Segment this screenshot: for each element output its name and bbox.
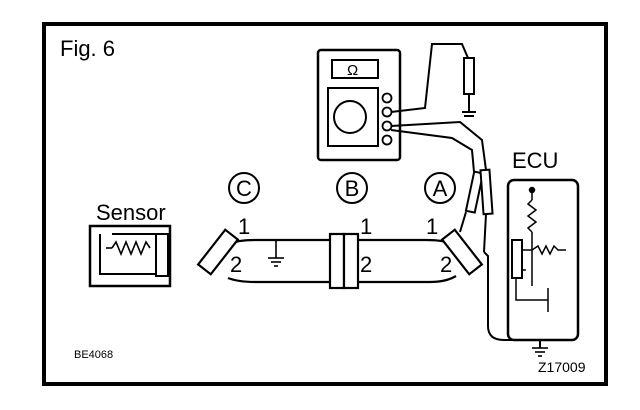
multimeter: Ω — [316, 48, 402, 162]
connector-c-pin-2: 2 — [230, 252, 242, 277]
connector-b-pin-1: 1 — [360, 214, 372, 239]
meter-jack-1 — [381, 92, 393, 104]
figure-frame — [42, 22, 608, 386]
test-leads — [390, 43, 494, 253]
meter-knob — [333, 100, 367, 134]
connector-c-body — [196, 228, 240, 276]
connector-a-pin-1: 1 — [426, 214, 438, 239]
ecu-label: ECU — [512, 148, 558, 173]
ecu-unit — [506, 178, 580, 342]
connector-b-body — [328, 232, 360, 290]
harness-ground-icon — [268, 240, 284, 267]
connector-b-label: B — [336, 172, 368, 204]
meter-jack-2 — [381, 106, 393, 118]
svg-text:A: A — [433, 176, 448, 201]
meter-jack-4 — [381, 134, 393, 146]
connector-a-body — [440, 228, 484, 276]
connector-c-pin-1: 1 — [238, 214, 250, 239]
ecu-ground-wire — [483, 251, 541, 348]
sensor-resistor — [111, 239, 151, 257]
ecu-ground-icon — [532, 347, 548, 357]
connector-a-pin-2: 2 — [440, 252, 452, 277]
sensor-unit — [88, 224, 172, 288]
code-right: Z17009 — [538, 359, 586, 375]
meter-display-text: Ω — [347, 62, 358, 79]
svg-text:C: C — [236, 176, 252, 201]
svg-text:B: B — [345, 176, 360, 201]
figure-label: Fig. 6 — [60, 36, 115, 61]
connector-b-pin-2: 2 — [360, 252, 372, 277]
meter-display — [331, 59, 379, 79]
connector-c-label: C — [228, 172, 260, 204]
meter-jack-3 — [381, 120, 393, 132]
code-left: BE4068 — [74, 349, 113, 361]
connector-a-label: A — [424, 172, 456, 204]
sensor-label: Sensor — [96, 200, 166, 225]
